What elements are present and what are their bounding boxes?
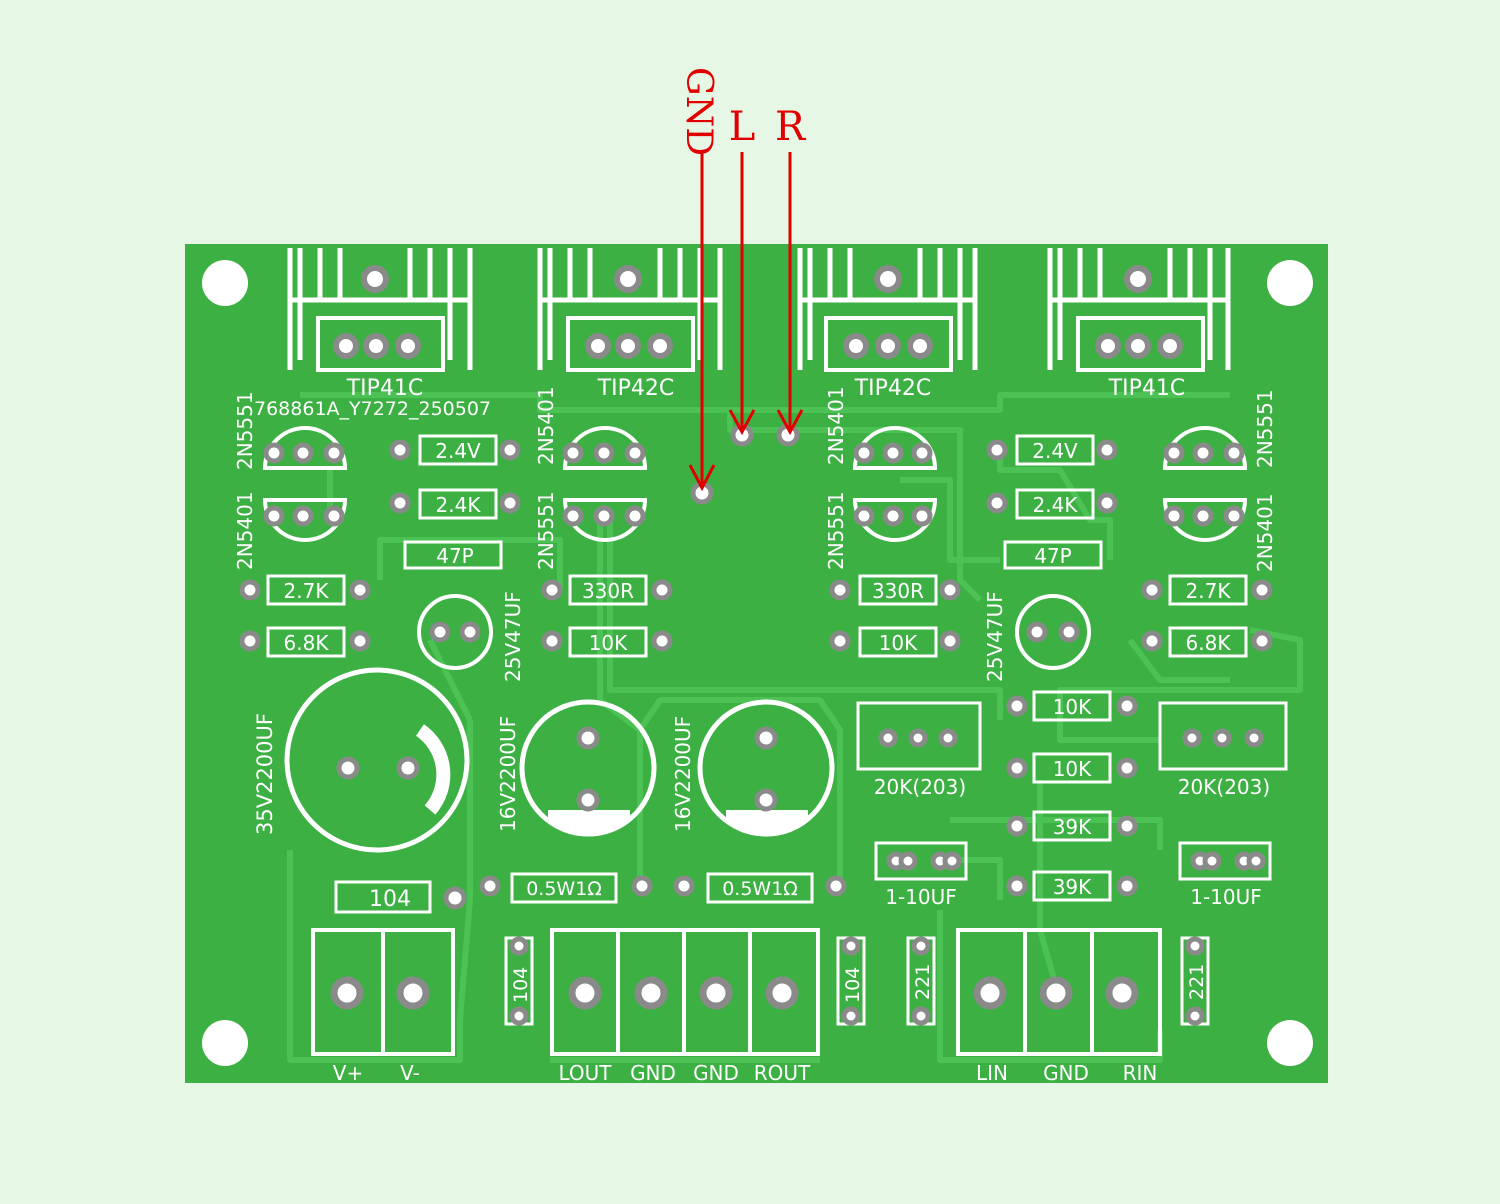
label-r-2-4k-left: 2.4K bbox=[436, 493, 482, 517]
label-pot-left: 20K(203) bbox=[874, 775, 966, 799]
power-transistor-footprints bbox=[316, 316, 1205, 372]
label-r-10k-b: 10K bbox=[1053, 757, 1092, 781]
label-cap-221-right: 221 bbox=[1186, 964, 1208, 1000]
label-cap-104-right: 104 bbox=[842, 967, 864, 1003]
electrolytic-pads bbox=[336, 621, 1080, 812]
label-r-10k-right: 10K bbox=[879, 631, 918, 655]
label-r-39k-b: 39K bbox=[1053, 875, 1092, 899]
label-cap-25v-left: 25V47UF bbox=[501, 591, 525, 682]
label-r-2-4v-right: 2.4V bbox=[1032, 439, 1078, 463]
terminal-blocks bbox=[311, 928, 1162, 1056]
label-rin: RIN bbox=[1123, 1061, 1158, 1085]
pot-pads bbox=[509, 728, 1266, 1026]
label-cap-16v-left: 16V2200UF bbox=[496, 716, 520, 832]
label-tip-2: TIP42C bbox=[597, 376, 675, 401]
label-2n5551-left: 2N5551 bbox=[233, 391, 257, 470]
label-47p-right: 47P bbox=[1034, 544, 1072, 568]
label-cap-104-left: 104 bbox=[510, 967, 532, 1003]
label-r-330-right: 330R bbox=[872, 579, 924, 603]
resistor-pads bbox=[239, 439, 1273, 910]
label-lout: LOUT bbox=[558, 1061, 612, 1085]
label-tip-4: TIP41C bbox=[1108, 376, 1186, 401]
annotation-r: R bbox=[775, 104, 807, 150]
label-v-minus: V- bbox=[400, 1061, 420, 1085]
label-r-6-8k-left: 6.8K bbox=[284, 631, 330, 655]
label-2n5401-midleft: 2N5401 bbox=[534, 386, 558, 465]
label-board-id: 768861A_Y7272_250507 bbox=[254, 398, 491, 420]
label-r-6-8k-right: 6.8K bbox=[1186, 631, 1232, 655]
label-2n5551-right: 2N5551 bbox=[1253, 389, 1277, 468]
label-r-330-left: 330R bbox=[582, 579, 634, 603]
label-2n5401-right: 2N5401 bbox=[1253, 493, 1277, 572]
label-2n5401-midright: 2N5401 bbox=[824, 386, 848, 465]
annotation-l: L bbox=[729, 104, 756, 150]
label-r-2-7k-left: 2.7K bbox=[284, 579, 330, 603]
label-2n5401-left: 2N5401 bbox=[233, 491, 257, 570]
label-tip-3: TIP42C bbox=[854, 376, 932, 401]
label-film-left: 1-10UF bbox=[885, 885, 957, 909]
label-rout: ROUT bbox=[754, 1061, 811, 1085]
label-cap-25v-right: 25V47UF bbox=[983, 591, 1007, 682]
label-film-right: 1-10UF bbox=[1190, 885, 1262, 909]
pads bbox=[333, 265, 1183, 359]
label-cap-221-left: 221 bbox=[912, 964, 934, 1000]
resistor-footprints bbox=[266, 434, 1248, 914]
label-r-2-4v-left: 2.4V bbox=[435, 439, 481, 463]
electrolytic-caps bbox=[284, 594, 1091, 853]
label-2n5551-midright: 2N5551 bbox=[824, 491, 848, 570]
label-r-10k-left: 10K bbox=[589, 631, 628, 655]
label-r-39k-a: 39K bbox=[1053, 815, 1092, 839]
label-gnd-out-2: GND bbox=[693, 1061, 739, 1085]
label-2n5551-midleft: 2N5551 bbox=[534, 491, 558, 570]
label-r-2-7k-right: 2.7K bbox=[1186, 579, 1232, 603]
mount-holes bbox=[202, 260, 1313, 1066]
label-gnd-in: GND bbox=[1043, 1061, 1089, 1085]
label-gnd-out-1: GND bbox=[630, 1061, 676, 1085]
label-r-0-5w-left: 0.5W1Ω bbox=[526, 878, 602, 900]
label-lin: LIN bbox=[976, 1061, 1008, 1085]
annotation-gnd: GND bbox=[678, 67, 719, 156]
label-r-2-4k-right: 2.4K bbox=[1033, 493, 1079, 517]
annotation-arrows bbox=[688, 152, 804, 492]
pcb-board bbox=[185, 244, 1328, 1083]
label-cap-16v-right: 16V2200UF bbox=[671, 716, 695, 832]
label-cap-main: 35V2200UF bbox=[253, 713, 277, 835]
label-v-plus: V+ bbox=[333, 1061, 363, 1085]
label-tip-1: TIP41C bbox=[346, 376, 424, 401]
label-r-10k-a: 10K bbox=[1053, 695, 1092, 719]
label-cap-104-main: 104 bbox=[369, 887, 411, 912]
terminal-pads bbox=[330, 976, 1139, 1010]
heatsinks bbox=[287, 248, 1231, 370]
label-pot-right: 20K(203) bbox=[1178, 775, 1270, 799]
label-r-0-5w-right: 0.5W1Ω bbox=[722, 878, 798, 900]
label-47p-left: 47P bbox=[436, 544, 474, 568]
